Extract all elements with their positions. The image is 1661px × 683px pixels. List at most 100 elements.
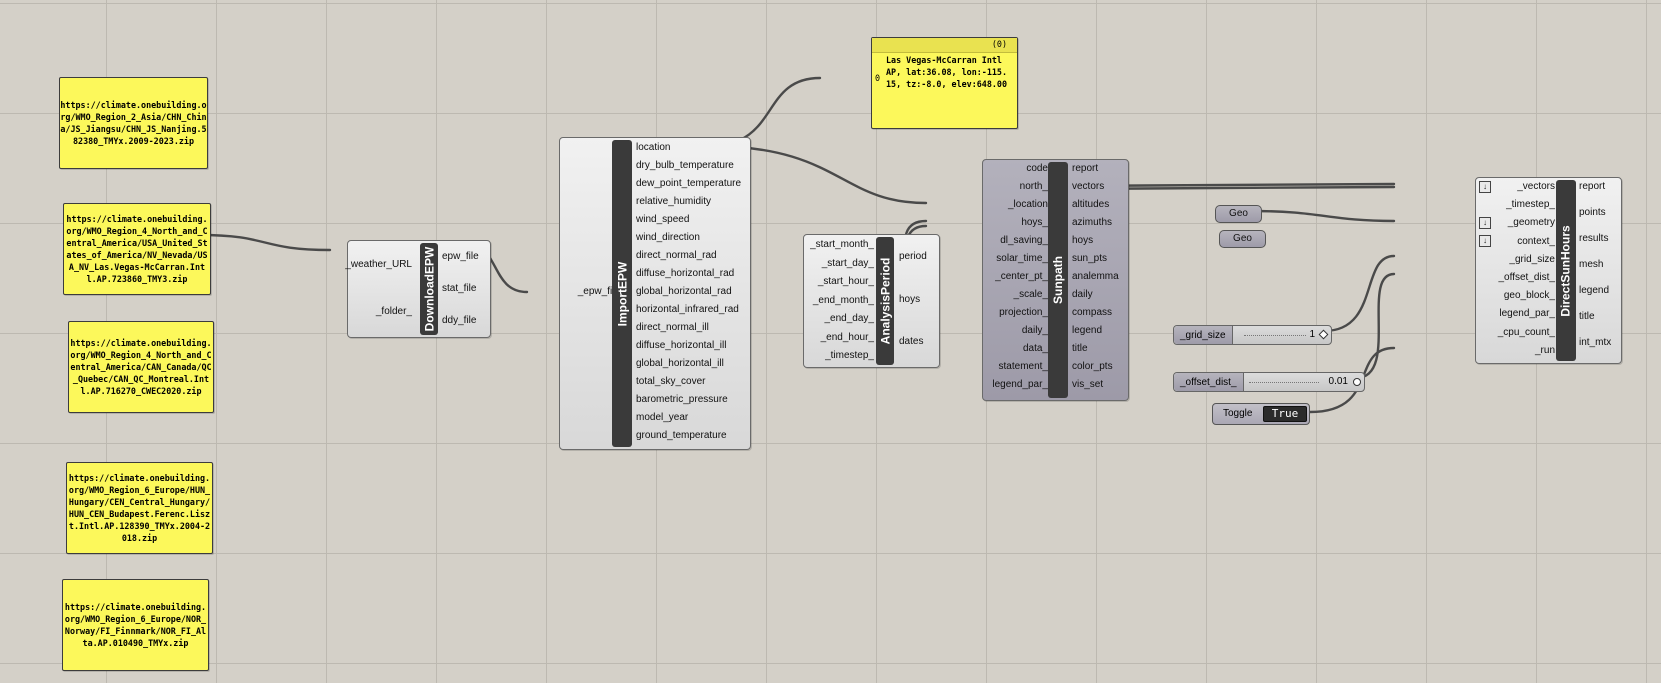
input-param[interactable]: hoys_ xyxy=(1021,217,1048,228)
input-param[interactable]: geo_block_ xyxy=(1503,290,1555,302)
url-panel[interactable]: https://climate.onebuilding.org/WMO_Regi… xyxy=(59,77,208,169)
output-param[interactable]: altitudes xyxy=(1072,199,1110,210)
output-param[interactable]: mesh xyxy=(1579,259,1604,270)
output-param[interactable]: total_sky_cover xyxy=(636,376,706,387)
output-ddy-file[interactable]: ddy_file xyxy=(442,315,477,326)
input-param[interactable]: _grid_size xyxy=(1509,253,1555,265)
geo-param[interactable]: Geo xyxy=(1219,230,1266,248)
output-dates[interactable]: dates xyxy=(899,336,924,347)
output-param[interactable]: points xyxy=(1579,207,1606,218)
input-param[interactable]: _end_month_ xyxy=(812,294,874,306)
output-param[interactable]: int_mtx xyxy=(1579,337,1612,348)
output-param[interactable]: wind_direction xyxy=(636,232,700,243)
output-period[interactable]: period xyxy=(899,251,927,262)
slider-grip-icon[interactable] xyxy=(1353,378,1361,386)
input-param[interactable]: _start_day_ xyxy=(821,257,874,269)
input-param[interactable]: _start_hour_ xyxy=(817,276,874,287)
input-param[interactable]: _timestep_ xyxy=(825,350,874,361)
input-param[interactable]: _end_hour_ xyxy=(820,331,874,343)
sunpath-component[interactable]: code north_ _location hoys_ dl_saving_ solar_… xyxy=(982,159,1129,401)
panel-index-header: (0) xyxy=(991,39,1007,49)
input-param[interactable]: _run xyxy=(1534,344,1555,356)
analysis-period-component[interactable]: _start_month_ _start_day_ _start_hour_ _end… xyxy=(803,234,940,368)
output-param[interactable]: dew_point_temperature xyxy=(636,178,742,189)
slider-track[interactable] xyxy=(1244,335,1306,336)
input-param[interactable]: _offset_dist_ xyxy=(1498,272,1555,283)
input-param[interactable]: statement_ xyxy=(998,361,1048,372)
input-param[interactable]: daily_ xyxy=(1021,325,1048,336)
output-param[interactable]: title xyxy=(1072,343,1088,354)
run-toggle[interactable]: Toggle True xyxy=(1212,403,1310,425)
input-param[interactable]: _location xyxy=(1007,199,1048,210)
output-param[interactable]: wind_speed xyxy=(636,214,690,225)
input-param[interactable]: legend_par_ xyxy=(992,379,1048,390)
input-param[interactable]: context_ xyxy=(1517,235,1555,247)
output-param[interactable]: direct_normal_rad xyxy=(636,250,717,261)
input-param[interactable]: code xyxy=(1026,163,1048,174)
input-param[interactable]: _scale_ xyxy=(1013,289,1048,300)
input-param[interactable]: north_ xyxy=(1019,181,1048,192)
input-param[interactable]: _center_pt_ xyxy=(995,271,1048,282)
output-param[interactable]: global_horizontal_rad xyxy=(636,286,732,297)
toggle-value[interactable]: True xyxy=(1263,406,1307,422)
output-param[interactable]: compass xyxy=(1072,307,1113,318)
output-param[interactable]: vis_set xyxy=(1072,379,1104,390)
geo-param[interactable]: Geo xyxy=(1215,205,1262,223)
download-epw-component[interactable]: _weather_URL _folder_ DownloadEPW epw_fi… xyxy=(345,240,491,338)
wire-offset-to-dsh xyxy=(1354,272,1396,380)
input-param[interactable]: _geometry xyxy=(1507,217,1555,229)
input-param[interactable]: data_ xyxy=(1022,343,1048,354)
slider-grip-icon[interactable] xyxy=(1318,329,1329,340)
output-param[interactable]: results xyxy=(1579,233,1609,244)
output-param[interactable]: title xyxy=(1579,311,1595,322)
output-param[interactable]: relative_humidity xyxy=(636,196,712,207)
input-param[interactable]: projection_ xyxy=(999,307,1048,318)
url-panel[interactable]: https://climate.onebuilding.org/WMO_Regi… xyxy=(66,462,213,554)
url-panel[interactable]: https://climate.onebuilding.org/WMO_Regi… xyxy=(62,579,209,671)
slider-track[interactable] xyxy=(1249,382,1319,383)
output-hoys[interactable]: hoys xyxy=(899,294,921,305)
output-stat-file[interactable]: stat_file xyxy=(442,283,477,294)
input-param[interactable]: _end_day_ xyxy=(824,313,875,324)
panel-header: (0) xyxy=(872,38,1017,53)
output-param[interactable]: location xyxy=(636,142,671,153)
output-param[interactable]: sun_pts xyxy=(1072,253,1108,264)
input-param[interactable]: _vectors xyxy=(1517,181,1555,192)
input-param[interactable]: _cpu_count_ xyxy=(1497,326,1555,338)
output-param[interactable]: legend xyxy=(1579,285,1610,296)
output-param[interactable]: report xyxy=(1579,181,1606,192)
output-param[interactable]: dry_bulb_temperature xyxy=(636,160,734,171)
output-param[interactable]: direct_normal_ill xyxy=(636,322,709,333)
location-panel[interactable]: (0) 0 Las Vegas-McCarran Intl AP, lat:36… xyxy=(871,37,1018,129)
output-param[interactable]: legend xyxy=(1072,325,1103,336)
output-param[interactable]: color_pts xyxy=(1072,361,1113,372)
input-param[interactable]: legend_par_ xyxy=(1499,308,1555,320)
output-param[interactable]: report xyxy=(1072,163,1099,174)
output-param[interactable]: diffuse_horizontal_rad xyxy=(636,268,735,279)
url-panel[interactable]: https://climate.onebuilding.org/WMO_Regi… xyxy=(63,203,211,295)
output-param[interactable]: global_horizontal_ill xyxy=(636,358,724,369)
output-param[interactable]: analemma xyxy=(1072,271,1119,282)
input-param[interactable]: solar_time_ xyxy=(996,253,1048,264)
input-param[interactable]: _timestep_ xyxy=(1506,199,1555,211)
input-folder[interactable]: _folder_ xyxy=(375,306,412,317)
output-epw-file[interactable]: epw_file xyxy=(442,251,479,262)
output-param[interactable]: hoys xyxy=(1072,235,1094,246)
output-param[interactable]: azimuths xyxy=(1072,217,1113,228)
input-param[interactable]: _start_month_ xyxy=(810,239,874,250)
output-param[interactable]: ground_temperature xyxy=(636,430,727,441)
url-panel[interactable]: https://climate.onebuilding.org/WMO_Regi… xyxy=(68,321,214,413)
input-epw-file[interactable]: _epw_file xyxy=(577,286,620,297)
output-param[interactable]: barometric_pressure xyxy=(636,394,728,405)
output-param[interactable]: daily xyxy=(1072,289,1093,300)
output-param[interactable]: diffuse_horizontal_ill xyxy=(636,340,727,351)
grid-size-slider[interactable]: _grid_size 1 xyxy=(1173,325,1332,345)
output-param[interactable]: vectors xyxy=(1072,181,1105,192)
output-param[interactable]: horizontal_infrared_rad xyxy=(636,304,739,315)
input-param[interactable]: dl_saving_ xyxy=(1000,235,1048,246)
input-weather-url[interactable]: _weather_URL xyxy=(345,259,412,270)
output-param[interactable]: model_year xyxy=(636,412,689,423)
offset-dist-slider[interactable]: _offset_dist_ 0.01 xyxy=(1173,372,1365,392)
